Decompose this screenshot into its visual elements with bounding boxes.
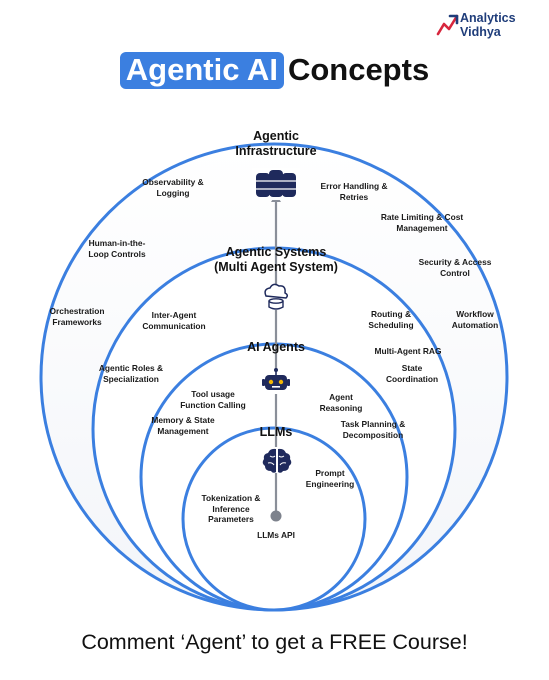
concept-workflow-automation: Workflow Automation: [451, 309, 499, 330]
cloud-database-icon: [262, 283, 290, 310]
concept-tokenization-inference: Tokenization & Inference Parameters: [201, 493, 261, 525]
concept-tool-usage: Tool usage Function Calling: [180, 389, 246, 410]
concept-rate-limiting-cost: Rate Limiting & Cost Management: [380, 212, 464, 233]
trend-arrow-icon: [436, 14, 459, 36]
title-rest: Concepts: [287, 52, 430, 87]
concept-llms-api: LLMs API: [257, 530, 295, 540]
concept-error-handling-retries: Error Handling & Retries: [320, 181, 388, 202]
connector-origin-dot: [270, 510, 282, 522]
concept-human-in-the-loop: Human-in-the-Loop Controls: [88, 238, 146, 259]
concept-inter-agent-communication: Inter-Agent Communication: [142, 310, 206, 331]
ring-label-systems: Agentic Systems (Multi Agent System): [214, 245, 338, 274]
brand-line-2: Vidhya: [460, 24, 501, 39]
concept-multi-agent-rag: Multi-Agent RAG: [374, 346, 442, 356]
concept-agentic-roles: Agentic Roles & Specialization: [98, 363, 164, 384]
ring-label-llms: LLMs: [259, 425, 293, 439]
footer-cta: Comment ‘Agent’ to get a FREE Course!: [81, 630, 468, 654]
concept-prompt-engineering: Prompt Engineering: [305, 468, 355, 489]
ring-label-infrastructure: Agentic Infrastructure: [235, 129, 317, 158]
concept-memory-state: Memory & State Management: [151, 415, 215, 436]
concept-orchestration-frameworks: Orchestration Frameworks: [49, 306, 105, 327]
concept-state-coordination: State Coordination: [386, 363, 439, 384]
robot-icon: [262, 368, 290, 394]
brand-logo: Analytics Vidhya: [436, 10, 546, 44]
concept-task-planning: Task Planning & Decomposition: [340, 419, 406, 440]
concept-agent-reasoning: Agent Reasoning: [319, 392, 363, 413]
database-icon: [252, 168, 300, 200]
title-highlight: Agentic AI: [119, 52, 284, 89]
brand-line-1: Analytics: [460, 11, 516, 25]
concept-security-access: Security & Access Control: [418, 257, 492, 278]
brain-icon: [262, 447, 292, 473]
concept-routing-scheduling: Routing & Scheduling: [368, 309, 414, 330]
ring-label-agents: AI Agents: [247, 340, 305, 354]
concept-observability-logging: Observability & Logging: [142, 177, 204, 198]
